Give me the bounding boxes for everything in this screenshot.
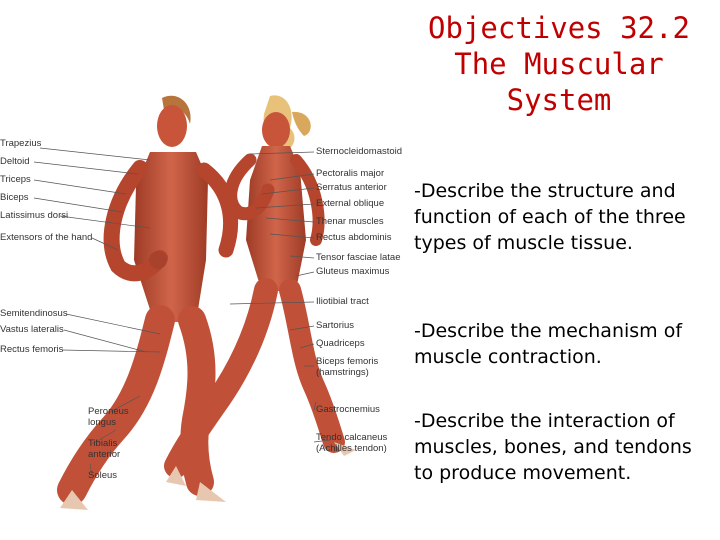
- label-extensors-hand: Extensors of the hand: [0, 232, 93, 243]
- label-rectus-abdominis: Rectus abdominis: [316, 232, 392, 243]
- title-line-2: The Muscular: [454, 47, 664, 81]
- label-vastus-lateralis: Vastus lateralis: [0, 324, 64, 335]
- label-tibialis-anterior: Tibialis anterior: [88, 438, 121, 460]
- title-line-3: System: [506, 83, 612, 117]
- label-triceps: Triceps: [0, 174, 31, 185]
- left-leader-lines: [33, 147, 161, 477]
- label-pectoralis-major: Pectoralis major: [316, 168, 385, 179]
- label-soleus: Soleus: [88, 470, 118, 481]
- anatomy-illustration: [33, 95, 356, 510]
- label-biceps-femoris: Biceps femoris (hamstrings): [316, 356, 379, 378]
- label-peroneus-longus: Peroneus longus: [88, 406, 129, 428]
- label-gluteus-maximus: Gluteus maximus: [316, 266, 390, 277]
- label-quadriceps: Quadriceps: [316, 338, 365, 349]
- title-line-1: Objectives 32.2: [428, 11, 690, 45]
- label-biceps: Biceps: [0, 192, 29, 203]
- male-runner-figure: [57, 95, 239, 510]
- label-semitendinosus: Semitendinosus: [0, 308, 68, 319]
- objective-2: -Describe the mechanism of muscle contra…: [414, 320, 683, 368]
- label-gastrocnemius: Gastrocnemius: [316, 404, 380, 415]
- muscle-anatomy-figure: Trapezius Deltoid Triceps Biceps Latissi…: [0, 90, 403, 530]
- label-latissimus-dorsi: Latissimus dorsi: [0, 210, 69, 221]
- slide-title: Objectives 32.2 The Muscular System: [400, 10, 718, 118]
- label-deltoid: Deltoid: [0, 156, 30, 167]
- label-sternocleidomastoid: Sternocleidomastoid: [316, 146, 403, 157]
- label-tendo-calcaneus: Tendo calcaneus (Achilles tendon): [316, 432, 388, 454]
- objective-1: -Describe the structure and function of …: [414, 180, 686, 254]
- right-leader-lines: [229, 151, 331, 443]
- label-sartorius: Sartorius: [316, 320, 355, 331]
- label-thenar-muscles: Thenar muscles: [316, 216, 384, 227]
- label-external-oblique: External oblique: [316, 198, 385, 209]
- label-rectus-femoris: Rectus femoris: [0, 344, 64, 355]
- label-serratus-anterior: Serratus anterior: [316, 182, 387, 193]
- label-trapezius: Trapezius: [0, 138, 42, 149]
- objective-3: -Describe the interaction of muscles, bo…: [414, 410, 692, 484]
- label-tensor-fasciae-latae: Tensor fasciae latae: [316, 252, 401, 263]
- label-iliotibial-tract: Iliotibial tract: [316, 296, 369, 307]
